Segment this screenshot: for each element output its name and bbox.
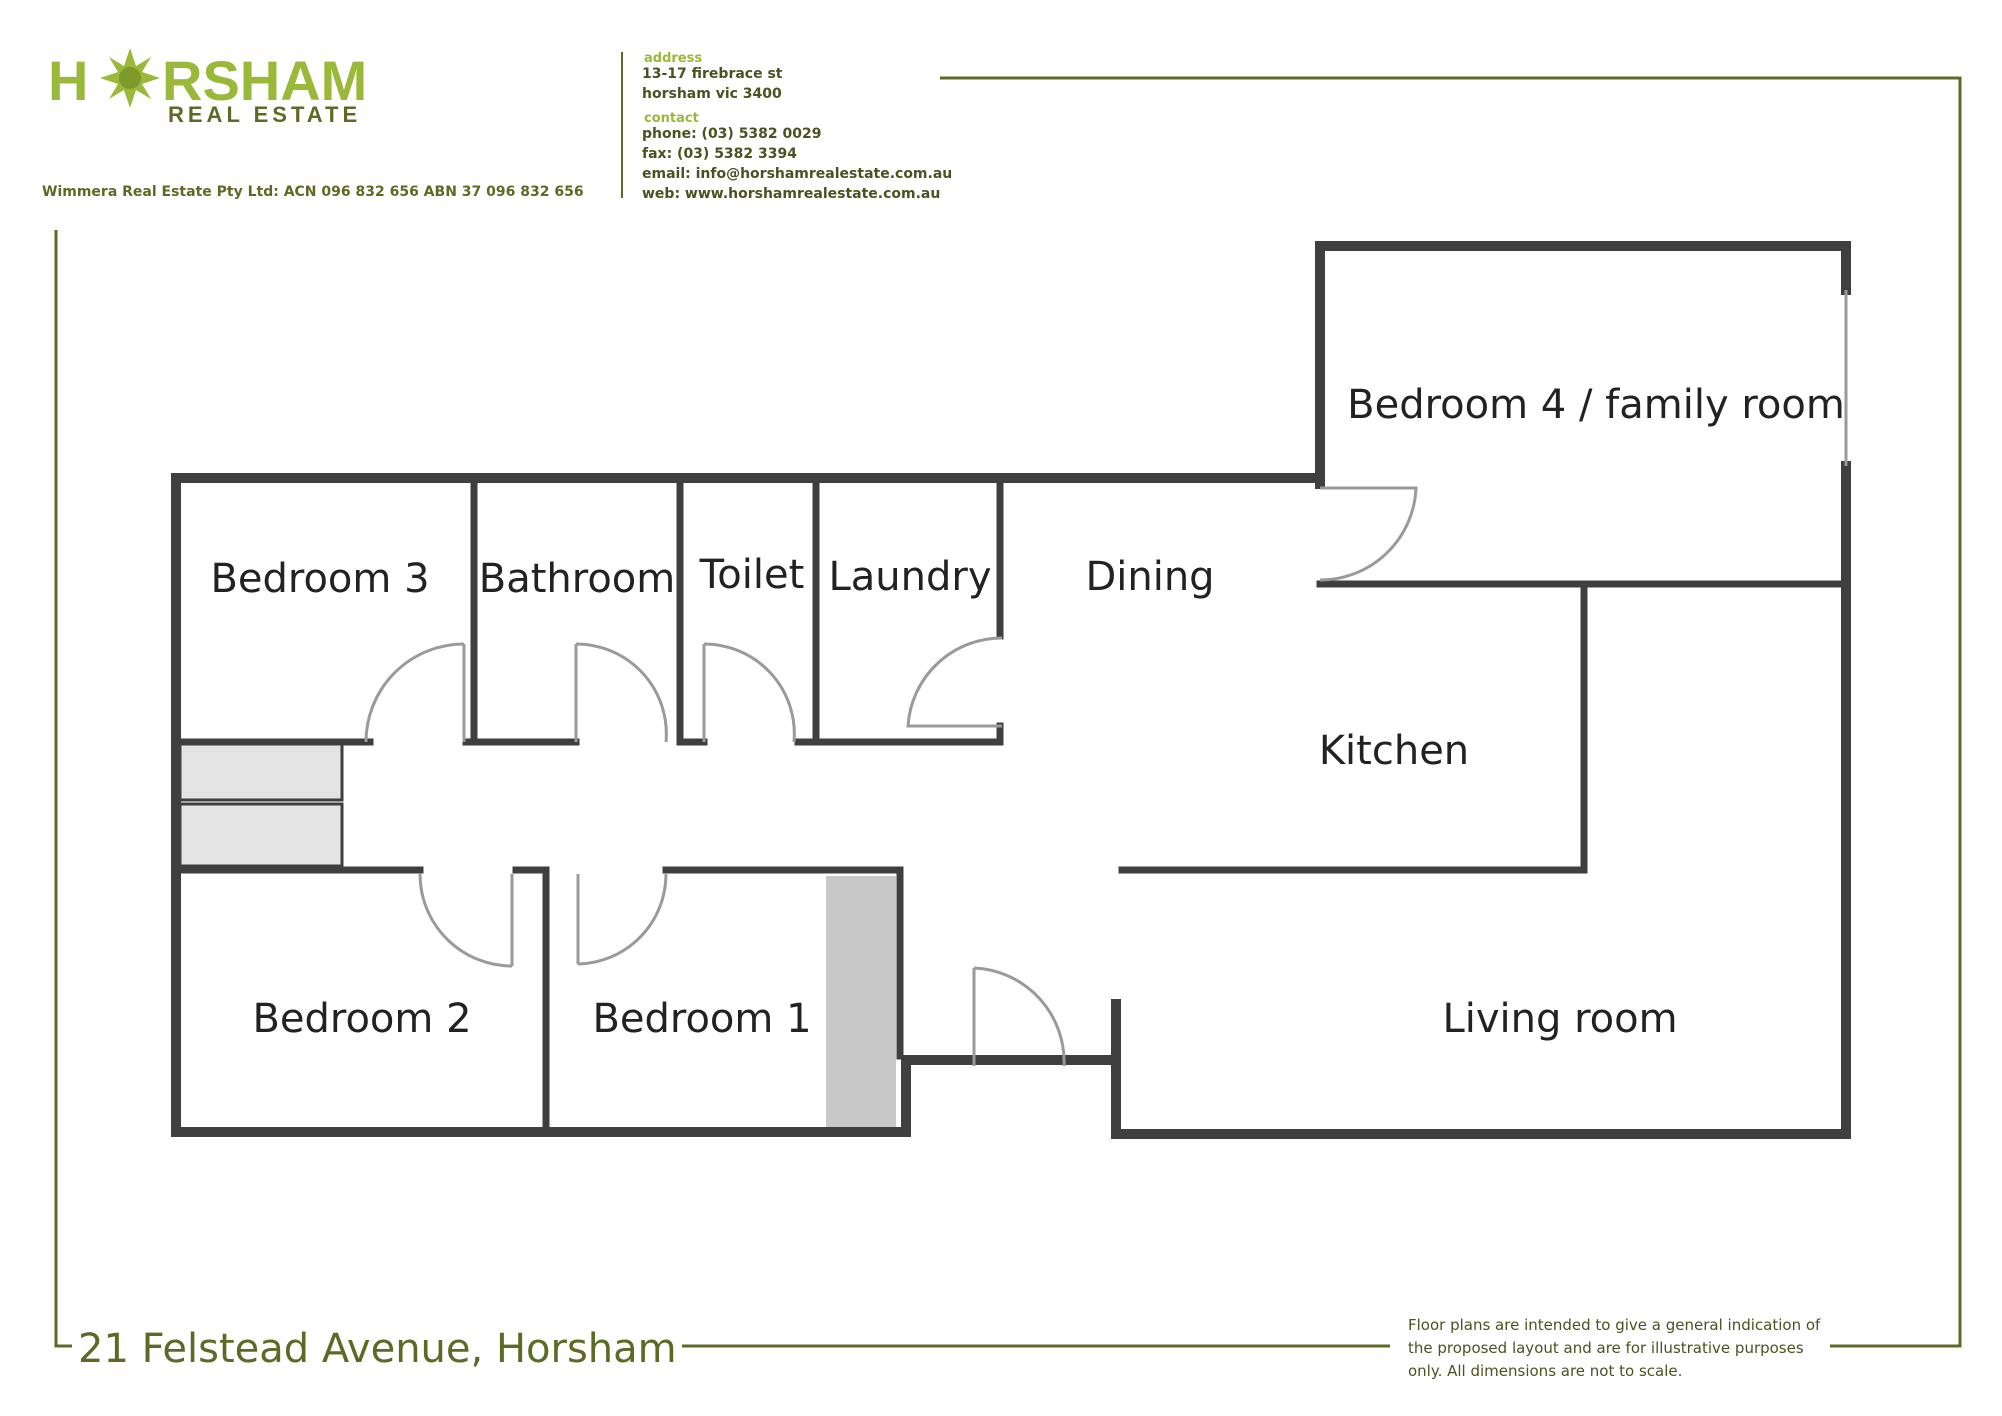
room-label-bedroom3: Bedroom 3 [210,556,429,602]
fax-line: fax: (03) 5382 3394 [642,146,797,162]
wall [1111,461,1851,1139]
door-swing-bedroom4 [1319,486,1418,582]
built-in-robe [826,876,896,1132]
frame-top-right [940,76,1962,1348]
property-address: 21 Felstead Avenue, Horsham [78,1326,677,1372]
logo-subtitle: REAL ESTATE [168,102,361,127]
linen-cupboard [178,802,344,868]
logo-text-right: RSHAM [162,49,367,112]
wall [1315,241,1851,489]
door-swing-entry [972,966,1066,1067]
disclaimer-line: Floor plans are intended to give a gener… [1408,1316,1821,1334]
address-label: address [644,51,702,66]
contact-block: address 13-17 firebrace st horsham vic 3… [642,51,952,202]
room-labels: Bedroom 4 / family room Bedroom 3 Bathro… [210,382,1844,1042]
room-label-bedroom4: Bedroom 4 / family room [1347,382,1845,428]
wall [171,473,1325,1137]
exterior-walls [171,241,1851,1139]
disclaimer: Floor plans are intended to give a gener… [1408,1316,1821,1380]
door-swing-bathroom [574,642,668,743]
sunburst-icon [100,48,160,108]
frame-left [54,230,72,1348]
logo-text-left: H [48,49,88,112]
room-label-bedroom1: Bedroom 1 [592,996,811,1042]
wall [901,1055,1121,1137]
room-label-kitchen: Kitchen [1319,728,1469,774]
email-line: email: info@horshamrealestate.com.au [642,166,952,182]
door-swing-toilet [702,642,796,743]
room-label-bedroom2: Bedroom 2 [252,996,471,1042]
room-label-toilet: Toilet [699,552,805,598]
door-swing-laundry [906,636,1003,728]
phone-line: phone: (03) 5382 0029 [642,126,822,142]
door-swing-bedroom1 [576,873,668,966]
doors [364,486,1418,1067]
door-swing-bedroom3 [364,642,466,743]
room-label-bathroom: Bathroom [479,556,675,602]
company-details: Wimmera Real Estate Pty Ltd: ACN 096 832… [42,184,584,200]
disclaimer-line: the proposed layout and are for illustra… [1408,1339,1804,1357]
room-label-dining: Dining [1085,554,1214,600]
address-line: 13-17 firebrace st [642,66,783,82]
room-label-laundry: Laundry [828,554,991,600]
door-swing-bedroom2 [418,873,514,968]
brand-logo: H RSHAM REAL ESTATE [48,48,367,127]
room-label-living: Living room [1442,996,1677,1042]
interior-walls [176,478,1850,1134]
page-frame [54,52,1962,1348]
linen-cupboard [178,742,344,802]
contact-label: contact [644,111,699,126]
disclaimer-line: only. All dimensions are not to scale. [1408,1362,1682,1380]
web-line: web: www.horshamrealestate.com.au [642,186,940,202]
address-line: horsham vic 3400 [642,86,782,102]
